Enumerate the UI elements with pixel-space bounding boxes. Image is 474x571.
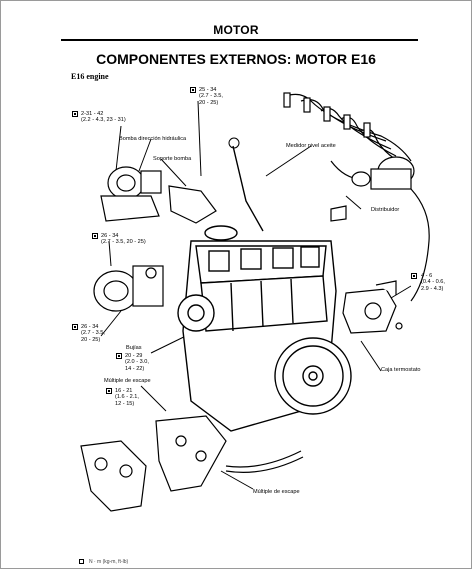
page-title: COMPONENTES EXTERNOS: MOTOR E16: [96, 51, 376, 67]
torque-icon: [116, 353, 122, 359]
torque-icon: [72, 111, 78, 117]
torque-spec-thermostat: 4 - 6 (0.4 - 0.6, 2.9 - 4.3): [421, 273, 445, 292]
torque-units-note: N · m (kg-m, ft-lb): [89, 559, 129, 565]
torque-spec-alternator-upper: 26 - 34 (2.7 - 3.5, 20 - 25): [101, 233, 146, 246]
label-exhaust-manifold-bottom: Múltiple de escape: [253, 489, 300, 495]
header-rule: [61, 39, 418, 41]
torque-icon: [92, 233, 98, 239]
torque-spec-exhaust-manifold: 16 - 21 (1.6 - 2.1, 12 - 15): [115, 388, 139, 407]
torque-icon: [72, 324, 78, 330]
label-exhaust-manifold-top: Múltiple de escape: [104, 378, 151, 384]
torque-spec-pump-bolts: 2-31 - 42 (2.2 - 4.3, 23 - 31): [81, 111, 126, 124]
torque-icon: [79, 559, 84, 564]
label-oil-dipstick: Medidor nivel aceite: [286, 143, 336, 149]
label-spark-plugs: Bujías: [126, 345, 142, 351]
torque-spec-bracket-bolts: 25 - 34 (2.7 - 3.5, 20 - 25): [199, 87, 223, 106]
torque-icon: [411, 273, 417, 279]
label-distributor: Distribuidor: [371, 207, 400, 213]
torque-spec-spark-plugs: 20 - 29 (2.0 - 3.0, 14 - 22): [125, 353, 149, 372]
section-header: MOTOR: [213, 23, 259, 37]
torque-spec-alternator-lower: 26 - 34 (2.7 - 3.5, 20 - 25): [81, 324, 105, 343]
label-pump-bracket: Soporte bomba: [153, 156, 192, 162]
engine-subtitle: E16 engine: [71, 72, 109, 81]
label-thermostat-housing: Caja termostato: [381, 367, 421, 373]
label-power-steering-pump: Bomba dirección hidráulica: [119, 136, 187, 142]
torque-icon: [190, 87, 196, 93]
torque-icon: [106, 388, 112, 394]
